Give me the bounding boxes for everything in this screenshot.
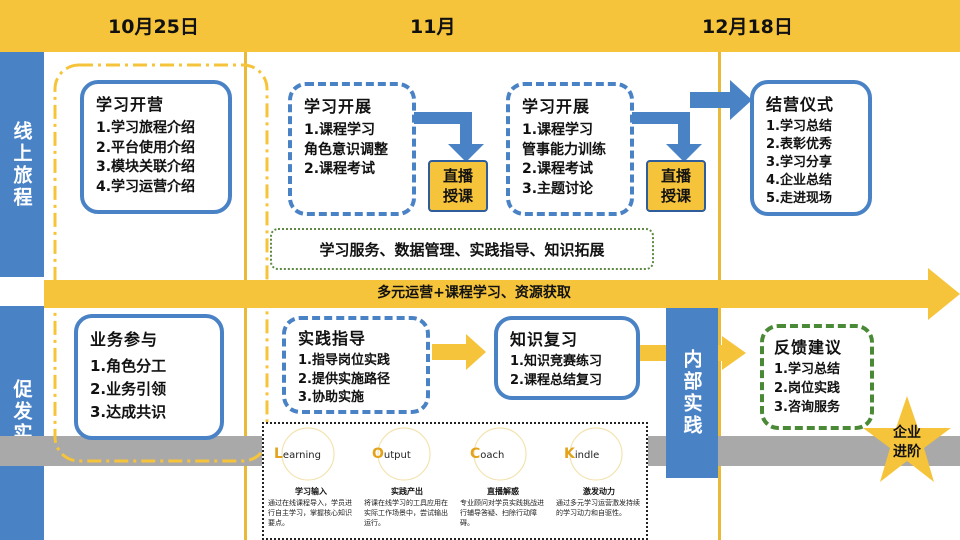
live-session-1-line: 直播 — [442, 166, 473, 185]
service-banner: 学习服务、数据管理、实践指导、知识拓展 — [270, 228, 654, 270]
box-review-title: 知识复习 — [510, 330, 579, 349]
box-feedback-item: 1.学习总结 — [774, 362, 840, 378]
lock-coach-desc: 专业顾问对学员实践挑战进行辅导答疑、扫除行动障碍。 — [460, 499, 544, 528]
lock-model-panel: Learning Output Coach Kindle 学习输入 实践产出 直… — [262, 422, 648, 540]
lock-model-ghost-circles — [281, 427, 623, 481]
band-online-journey: 线上旅程 — [0, 52, 44, 277]
lock-output-initial: O — [372, 446, 384, 462]
lock-kindle-rest: indle — [574, 450, 600, 461]
box-review: 知识复习 1.知识竞赛练习 2.课程总结复习 — [494, 316, 640, 400]
box-feedback: 反馈建议 1.学习总结 2.岗位实践 3.咨询服务 — [760, 324, 874, 430]
box-learning-1: 学习开展 1.课程学习 角色意识调整 2.课程考试 — [288, 82, 416, 216]
star-label: 企业 进阶 — [882, 424, 932, 462]
box-learning-2: 学习开展 1.课程学习 管事能力训练 2.课程考试 3.主题讨论 — [506, 82, 634, 216]
box-learning-2-item: 1.课程学习 — [522, 121, 594, 138]
lock-coach-name: Coach — [470, 446, 504, 462]
box-closing: 结营仪式 1.学习总结 2.表彰优秀 3.学习分享 4.企业总结 5.走进现场 — [750, 80, 872, 216]
band-internal-label: 内部实践 — [680, 349, 703, 437]
box-learning-1-title: 学习开展 — [304, 97, 373, 116]
box-guidance-item: 1.指导岗位实践 — [298, 353, 390, 369]
lock-kindle-name: Kindle — [564, 446, 599, 462]
box-learning-2-item: 2.课程考试 — [522, 161, 594, 178]
lock-output-name: Output — [372, 446, 411, 462]
box-learning-2-title: 学习开展 — [522, 97, 591, 116]
main-flow-arrow — [44, 268, 960, 320]
lock-coach-initial: C — [470, 446, 481, 462]
live-session-2-line: 授课 — [660, 187, 691, 205]
band-practice: 促发实践 — [0, 306, 44, 540]
lock-kindle-initial: K — [564, 446, 575, 462]
kickoff-group-frame — [53, 63, 269, 463]
box-learning-1-item: 2.课程考试 — [304, 161, 376, 178]
box-closing-item: 1.学习总结 — [766, 119, 832, 135]
box-closing-item: 2.表彰优秀 — [766, 137, 832, 153]
box-kickoff: 学习开营 1.学习旅程介绍 2.平台使用介绍 3.模块关联介绍 4.学习运营介绍 — [80, 80, 232, 214]
box-learning-2-item: 3.主题讨论 — [522, 181, 594, 198]
box-business-title: 业务参与 — [90, 330, 159, 349]
date-dec-18: 12月18日 — [702, 16, 793, 38]
live-session-2: 直播 授课 — [646, 160, 706, 212]
box-kickoff-item: 1.学习旅程介绍 — [96, 119, 196, 136]
box-kickoff-item: 4.学习运营介绍 — [96, 179, 196, 196]
box-kickoff-item: 3.模块关联介绍 — [96, 159, 196, 176]
live-session-1-line: 授课 — [442, 187, 473, 205]
live-session-2-line: 直播 — [660, 166, 691, 185]
box-guidance: 实践指导 1.指导岗位实践 2.提供实施路径 3.协助实施 — [282, 316, 430, 414]
timeline-header — [0, 0, 960, 52]
star-label-line: 进阶 — [893, 443, 921, 460]
box-closing-item: 5.走进现场 — [766, 190, 832, 206]
lock-coach-rest: oach — [480, 450, 505, 461]
band-online-label: 线上旅程 — [10, 120, 33, 209]
box-closing-item: 4.企业总结 — [766, 172, 832, 188]
main-flow-label: 多元运营+课程学习、资源获取 — [377, 285, 571, 301]
box-kickoff-title: 学习开营 — [96, 95, 165, 114]
star-icon — [863, 396, 951, 482]
arrow-to-closing — [690, 80, 752, 120]
box-guidance-item: 2.提供实施路径 — [298, 371, 390, 387]
box-feedback-title: 反馈建议 — [774, 338, 843, 357]
lock-learning-title: 学习输入 — [295, 487, 327, 496]
lock-learning-initial: L — [274, 446, 283, 462]
box-feedback-item: 2.岗位实践 — [774, 381, 840, 397]
band-internal-practice: 内部实践 — [666, 308, 718, 478]
date-oct-25: 10月25日 — [108, 16, 199, 38]
box-business: 业务参与 1.角色分工 2.业务引领 3.达成共识 — [74, 314, 224, 440]
lock-kindle-title: 激发动力 — [583, 487, 615, 496]
lock-output-title: 实践产出 — [391, 487, 423, 496]
box-guidance-item: 3.协助实施 — [298, 389, 364, 405]
box-feedback-item: 3.咨询服务 — [774, 399, 840, 415]
box-guidance-title: 实践指导 — [298, 329, 367, 348]
live-session-1: 直播 授课 — [428, 160, 488, 212]
lock-output-desc: 将课在线学习的工具应用在实际工作场景中，尝试输出运行。 — [364, 499, 448, 528]
elbow-arrow-1 — [414, 112, 484, 162]
box-business-item: 3.达成共识 — [90, 403, 167, 422]
arrow-guidance-to-review — [432, 334, 486, 370]
date-nov: 11月 — [410, 16, 456, 38]
lock-learning-desc: 通过在线课程导入，学员进行自主学习，掌握核心知识要点。 — [268, 499, 352, 528]
box-learning-2-item: 管事能力训练 — [522, 141, 606, 158]
box-kickoff-item: 2.平台使用介绍 — [96, 139, 196, 156]
lock-learning-name: Learning — [274, 446, 321, 462]
box-review-item: 2.课程总结复习 — [510, 373, 602, 389]
star-label-line: 企业 — [893, 425, 921, 441]
lock-kindle-desc: 通过多元学习运营激发持续的学习动力和自驱性。 — [556, 499, 640, 518]
box-learning-1-item: 1.课程学习 — [304, 121, 376, 138]
lock-learning-rest: earning — [282, 450, 321, 461]
box-closing-title: 结营仪式 — [766, 95, 835, 114]
box-closing-item: 3.学习分享 — [766, 154, 832, 170]
elbow-arrow-2 — [632, 112, 702, 162]
lock-output-rest: utput — [383, 450, 411, 461]
box-learning-1-item: 角色意识调整 — [304, 141, 388, 158]
box-business-item: 2.业务引领 — [90, 380, 167, 399]
lock-coach-title: 直播解惑 — [487, 487, 519, 496]
box-business-item: 1.角色分工 — [90, 356, 167, 375]
box-review-item: 1.知识竞赛练习 — [510, 354, 602, 370]
